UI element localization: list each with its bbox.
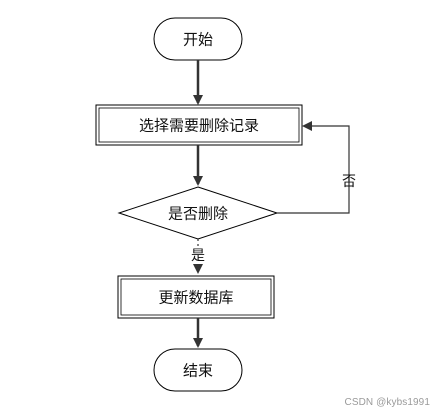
start-node: 开始 bbox=[153, 17, 243, 61]
select-records-node: 选择需要删除记录 bbox=[95, 104, 303, 146]
update-database-node: 更新数据库 bbox=[117, 275, 275, 319]
update-database-label: 更新数据库 bbox=[158, 289, 233, 307]
edge-no-label: 否 bbox=[342, 174, 356, 190]
watermark-text: CSDN @kybs1991 bbox=[344, 397, 430, 408]
decision-label: 是否删除 bbox=[168, 205, 228, 223]
select-records-label: 选择需要删除记录 bbox=[139, 117, 259, 135]
end-node: 结束 bbox=[153, 348, 243, 392]
edge-yes-label: 是 bbox=[191, 248, 205, 264]
decision-node: 是否删除 bbox=[117, 186, 279, 240]
edge-decision-no-loop bbox=[277, 121, 350, 214]
end-node-label: 结束 bbox=[183, 362, 213, 380]
start-node-label: 开始 bbox=[183, 31, 213, 49]
